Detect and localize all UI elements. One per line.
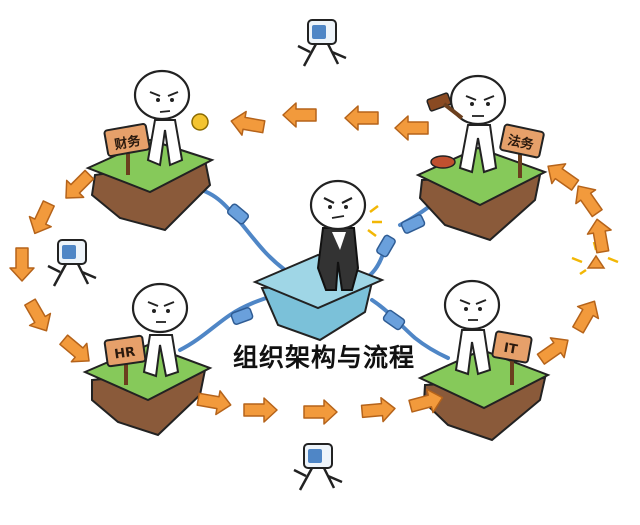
flow-arrow	[195, 386, 234, 418]
flow-arrow	[566, 294, 606, 337]
gavel-block	[430, 155, 456, 169]
flow-arrow	[540, 155, 583, 196]
cable-it	[370, 298, 450, 360]
flow-arrow	[56, 165, 99, 208]
cable-hr	[178, 293, 277, 352]
connector	[400, 214, 426, 234]
diagram-title: 组织架构与流程	[232, 343, 415, 372]
sign-legal-label: 法务	[506, 132, 536, 153]
connector	[376, 234, 396, 258]
flow-arrow	[282, 102, 317, 128]
sign-finance: 财务	[103, 123, 151, 175]
computer-robot-icon	[297, 19, 347, 67]
coin-icon	[191, 113, 209, 131]
flow-arrow	[18, 295, 58, 338]
sign-it-label: IT	[502, 341, 518, 358]
connector	[226, 203, 250, 225]
figure-it	[443, 279, 501, 376]
cable-finance	[183, 184, 287, 272]
computer-robot-icon	[47, 239, 97, 287]
flow-arrow	[243, 397, 278, 423]
figure-manager	[309, 179, 382, 291]
figure-legal	[426, 74, 507, 174]
figure-hr	[131, 282, 189, 378]
sign-hr-label: HR	[113, 345, 136, 363]
flow-arrow	[55, 329, 98, 371]
flow-arrow	[228, 108, 267, 140]
sign-legal: 法务	[499, 123, 545, 178]
broken-connection-icon	[571, 241, 619, 276]
figure-finance	[133, 69, 209, 167]
spark-icon	[367, 205, 382, 237]
connector	[382, 309, 406, 331]
island-it	[417, 348, 551, 442]
flow-arrow	[303, 399, 338, 425]
gavel-icon	[426, 92, 464, 120]
computer-robot-icon	[293, 443, 343, 491]
cable-connectors	[226, 203, 426, 331]
flow-arrow	[344, 105, 379, 131]
flow-arrow	[360, 395, 397, 425]
flow-arrow	[23, 197, 61, 240]
sign-it: IT	[491, 330, 533, 385]
connector	[230, 307, 254, 325]
flow-arrow	[584, 216, 616, 255]
flow-arrow	[9, 247, 35, 282]
sign-finance-label: 财务	[113, 133, 142, 153]
flow-arrow	[394, 115, 429, 141]
sign-hr: HR	[103, 334, 147, 385]
flow-arrow	[533, 329, 576, 370]
